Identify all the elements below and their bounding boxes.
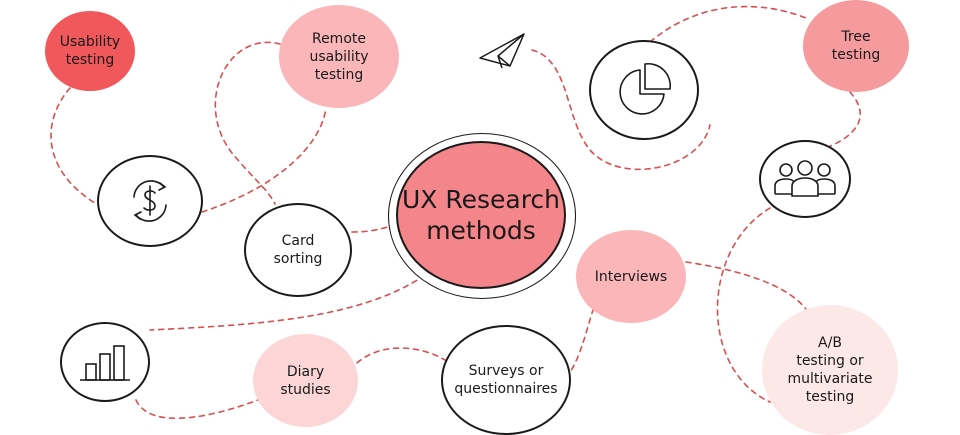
node-interviews: Interviews <box>576 230 686 323</box>
node-diary-studies: Diary studies <box>253 334 358 427</box>
pie-chart-icon <box>589 40 699 140</box>
connector-dollar-remote <box>201 107 327 213</box>
center-title: UX Research methods <box>401 185 561 245</box>
node-usability-testing: Usability testing <box>45 11 135 91</box>
node-tree-testing: Tree testing <box>803 0 909 92</box>
node-ab-testing: A/B testing or multivariate testing <box>762 305 898 435</box>
bar-chart-icon <box>60 322 150 402</box>
connector-bar-diary <box>135 399 259 420</box>
connector-interviews-ab <box>685 261 809 313</box>
node-label: Surveys or questionnaires <box>454 363 558 397</box>
connector-diary-surveys <box>349 347 446 371</box>
center-node-ux-research-methods: UX Research methods <box>396 141 566 289</box>
connector-remote-card <box>214 41 281 205</box>
node-card-sorting: Card sorting <box>244 203 352 297</box>
connector-plane-pie <box>531 49 711 171</box>
connector-pie-tree <box>649 5 807 43</box>
paper-plane-icon <box>479 33 525 69</box>
node-label: Interviews <box>594 268 668 285</box>
node-label: Remote usability testing <box>309 30 369 83</box>
node-surveys-or-questionnaires: Surveys or questionnaires <box>441 325 571 435</box>
node-label: Card sorting <box>273 233 323 267</box>
node-label: A/B testing or multivariate testing <box>787 335 873 405</box>
node-label: Diary studies <box>280 363 331 398</box>
connector-center-bar <box>149 274 426 331</box>
node-label: Tree testing <box>831 29 881 63</box>
connector-surveys-interviews <box>565 309 594 379</box>
node-remote-usability-testing: Remote usability testing <box>279 5 399 108</box>
connector-people-ab <box>716 207 771 403</box>
connector-usability-dollar <box>50 87 99 206</box>
connector-tree-people <box>819 91 862 151</box>
node-label: Usability testing <box>59 34 121 68</box>
people-group-icon <box>759 140 851 218</box>
dollar-cycle-icon <box>97 155 203 247</box>
